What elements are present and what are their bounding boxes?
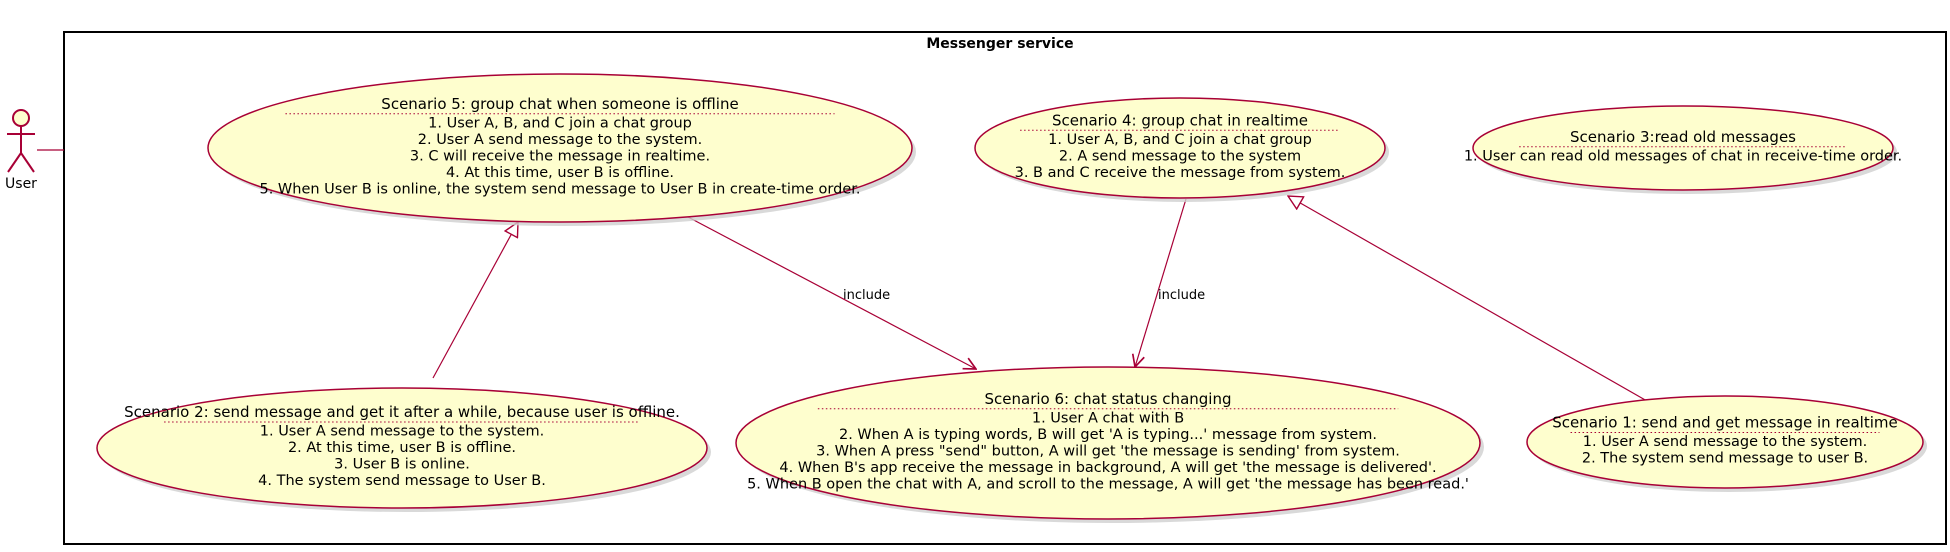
use-case-title: Scenario 6: chat status changing [985,390,1232,408]
use-case-s3[interactable]: Scenario 3:read old messages 1. User can … [1464,105,1902,194]
system-boundary: Messenger service [63,31,1947,545]
use-case-step: 3. C will receive the message in realtim… [410,148,710,164]
use-case-ellipse [96,387,708,509]
use-case-s1[interactable]: Scenario 1: send and get message in real… [1526,395,1927,492]
use-case-step: 1. User A, B, and C join a chat group [428,115,692,131]
use-case-s5[interactable]: Scenario 5: group chat when someone is o… [207,73,916,226]
use-case-title: Scenario 3:read old messages [1570,128,1796,146]
use-case-ellipse [207,73,913,223]
use-case-ellipse [974,97,1386,199]
system-title: Messenger service [926,36,1073,52]
use-case-step: 1. User A send message to the system. [1583,434,1868,450]
relation-label-s4-s6: include [1158,288,1205,303]
use-case-title: Scenario 2: send message and get it afte… [124,403,680,421]
use-case-step: 2. User A send message to the system. [418,132,703,148]
use-case-ellipse [1526,395,1924,489]
use-case-title: Scenario 4: group chat in realtime [1052,111,1308,129]
use-case-step: 5. When User B is online, the system sen… [259,181,860,197]
use-case-step: 3. User B is online. [334,457,470,473]
use-case-ellipse [1472,105,1894,191]
use-case-step: 5. When B open the chat with A, and scro… [747,476,1469,492]
use-case-ellipse [735,366,1481,520]
relation-label-s5-s6: include [843,288,890,303]
include-arrow-s5-s6 [687,216,976,369]
actor-figure-icon [7,109,35,173]
use-case-s6[interactable]: Scenario 6: chat status changing 1. User … [735,366,1484,523]
use-case-step: 1. User A chat with B [1032,410,1184,426]
include-arrow-s4-s6 [1135,198,1187,367]
use-case-step: 2. When A is typing words, B will get 'A… [839,427,1377,443]
use-cases: Scenario 5: group chat when someone is o… [96,73,1927,523]
actor-user[interactable]: User [5,109,37,192]
use-case-step: 4. At this time, user B is offline. [446,165,674,181]
use-case-s2[interactable]: Scenario 2: send message and get it afte… [96,387,711,512]
use-case-step: 4. When B's app receive the message in b… [779,460,1436,476]
use-case-step: 2. At this time, user B is offline. [288,440,516,456]
use-case-s4[interactable]: Scenario 4: group chat in realtime 1. Use… [974,97,1389,202]
use-case-step: 3. B and C receive the message from syst… [1015,165,1346,181]
use-case-step: 2. A send message to the system [1059,148,1301,164]
use-case-step: 1. User A send message to the system. [260,424,545,440]
use-case-step: 1. User can read old messages of chat in… [1464,148,1902,164]
use-case-step: 4. The system send message to User B. [258,473,546,489]
use-case-step: 2. The system send message to user B. [1582,451,1868,467]
use-case-step: 3. When A press "send" button, A will ge… [816,443,1400,459]
use-case-step: 1. User A, B, and C join a chat group [1048,132,1312,148]
generalization-arrow-s2-s5 [432,222,518,379]
use-case-title: Scenario 5: group chat when someone is o… [381,95,738,113]
use-case-title: Scenario 1: send and get message in real… [1552,414,1898,432]
generalization-arrow-s1-s4 [1288,196,1648,402]
relations: include include [432,196,1648,402]
actor-label: User [5,176,37,192]
